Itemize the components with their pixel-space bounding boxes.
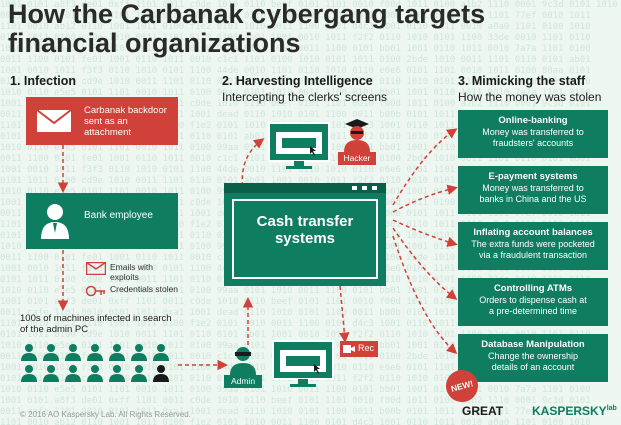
camera-icon: [343, 345, 355, 353]
window-control: [352, 186, 357, 190]
method-desc: Money was transferred to banks in China …: [479, 183, 587, 204]
user-icon: [65, 365, 81, 382]
method-database-manipulation: Database Manipulation Change the ownersh…: [458, 334, 608, 382]
user-icon: [87, 365, 103, 382]
method-title: Online-banking: [498, 115, 568, 126]
kaspersky-wordmark: KASPERSKY: [532, 404, 607, 418]
user-icon: [21, 365, 37, 382]
window-titlebar: [224, 183, 386, 193]
user-icon: [109, 365, 125, 382]
key-icon: [86, 285, 105, 297]
hacker-icon: [344, 119, 370, 152]
user-icon: [21, 344, 37, 361]
method-online-banking: Online-banking Money was transferred to …: [458, 110, 608, 158]
method-inflating-balances: Inflating account balances The extra fun…: [458, 222, 608, 270]
kaspersky-lab-mark: lab: [606, 405, 617, 412]
method-title: E-payment systems: [488, 171, 578, 182]
bank-employee-box: Bank employee: [26, 193, 178, 249]
user-icon: [131, 365, 147, 382]
method-title: Controlling ATMs: [493, 283, 573, 294]
method-desc: Orders to dispense cash at a pre-determi…: [479, 295, 587, 316]
user-icon: [43, 365, 59, 382]
copyright-text: © 2016 AO Kaspersky Lab. All Rights Rese…: [20, 410, 191, 419]
user-icon: [131, 344, 147, 361]
great-logo: GREAT: [462, 404, 504, 418]
method-title: Inflating account balances: [473, 227, 593, 238]
method-e-payment: E-payment systems Money was transferred …: [458, 166, 608, 214]
user-icon: [153, 344, 169, 361]
arrow-cash-to-database: [392, 235, 458, 355]
window-control: [372, 186, 377, 190]
hacker-label: Hacker: [338, 152, 376, 165]
method-desc: Change the ownership details of an accou…: [487, 351, 579, 372]
user-icon: [87, 344, 103, 361]
admin-label: Admin: [224, 375, 262, 388]
title-line-1: How the Carbanak cybergang targets: [8, 0, 486, 29]
stage1-heading: 1. Infection: [10, 74, 76, 88]
small-envelope-icon: [86, 262, 106, 275]
cash-transfer-text: Cash transfer systems: [256, 213, 354, 247]
user-icon: [65, 344, 81, 361]
method-controlling-atms: Controlling ATMs Orders to dispense cash…: [458, 278, 608, 326]
stage2-subheading: Intercepting the clerks' screens: [222, 90, 388, 104]
method-title: Database Manipulation: [481, 339, 585, 350]
arrow-cash-to-online-banking: [392, 128, 458, 206]
page-title: How the Carbanak cybergang targets finan…: [8, 0, 485, 58]
method-desc: The extra funds were pocketed via a frau…: [471, 239, 595, 260]
arrow-cash-to-atms: [392, 227, 458, 300]
credentials-stolen-label: Credentials stolen: [110, 284, 179, 294]
admin-icon: [230, 347, 256, 375]
rec-label: Rec: [358, 343, 375, 353]
stage3-heading: 3. Mimicking the staff: [458, 74, 586, 88]
envelope-icon: [36, 109, 72, 132]
rec-badge: Rec: [340, 341, 378, 357]
cash-screen: [232, 199, 378, 279]
arrow-cash-to-rec: [339, 285, 350, 343]
arrow-cash-to-epayment: [392, 184, 458, 213]
emails-with-exploits-label: Emails with exploits: [110, 262, 153, 282]
cash-transfer-systems-box: Cash transfer systems: [224, 183, 386, 286]
stage2-heading: 2. Harvesting Intelligence: [222, 74, 373, 88]
email-attachment-text: Carbanak backdoor sent as an attachment: [84, 105, 167, 138]
infected-machines-grid: [20, 343, 180, 383]
admin-monitor-icon: [272, 340, 334, 387]
email-attachment-box: Carbanak backdoor sent as an attachment: [26, 97, 178, 145]
title-line-2: financial organizations: [8, 28, 301, 58]
method-desc: Money was transferred to fraudsters' acc…: [482, 127, 584, 148]
user-icon: [153, 365, 169, 382]
machines-infected-label: 100s of machines infected in search of t…: [20, 313, 180, 335]
machines-infected-text: 100s of machines infected in search of t…: [20, 313, 172, 335]
user-icon: [43, 344, 59, 361]
stage3-subheading: How the money was stolen: [458, 90, 602, 104]
window-control: [362, 186, 367, 190]
user-icon: [109, 344, 125, 361]
monitor-icon: [268, 122, 330, 169]
bank-employee-text: Bank employee: [84, 210, 153, 221]
person-icon: [41, 204, 69, 239]
kaspersky-logo: KASPERSKYlab: [532, 404, 617, 418]
